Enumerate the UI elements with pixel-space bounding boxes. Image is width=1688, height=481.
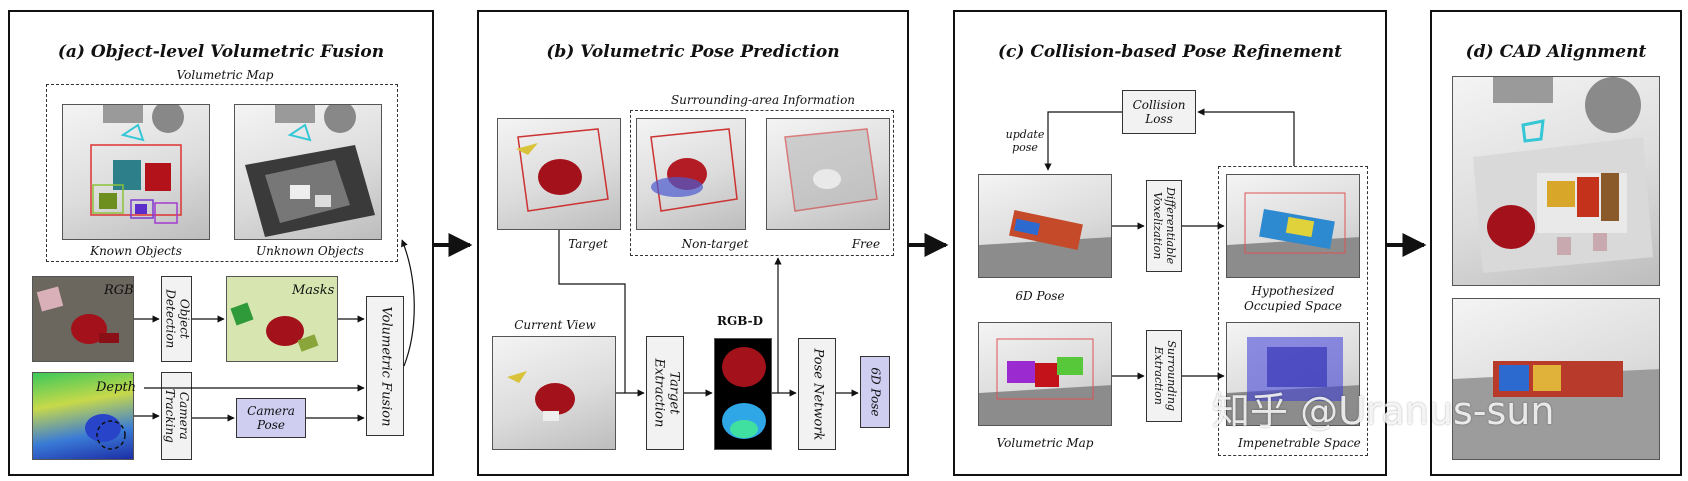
- cad-alignment-bottom-image: [1452, 298, 1660, 460]
- hypothesis-region: [1218, 166, 1368, 456]
- known-objects-image: [62, 104, 210, 240]
- target-render: [516, 128, 609, 212]
- surrounding-extraction-box: Surrounding Extraction: [1146, 330, 1182, 422]
- volumetric-map-label-c: Volumetric Map: [996, 436, 1094, 450]
- update-pose-label: update pose: [1005, 128, 1045, 154]
- current-view-image: [492, 336, 616, 450]
- volumetric-map-region: [46, 84, 398, 262]
- rgb-render: [36, 286, 119, 344]
- camera-tracking-text: Camera Tracking: [163, 388, 192, 444]
- masks-image: [226, 276, 338, 362]
- non-target-label: Non-target: [681, 237, 749, 251]
- masks-label: Masks: [292, 283, 335, 298]
- target-label: Target: [568, 237, 608, 251]
- volumetric-map-render-image: [978, 322, 1112, 426]
- target-image: [497, 118, 621, 230]
- 6d-pose-render-image: [978, 174, 1112, 278]
- collision-loss-box: Collision Loss: [1122, 90, 1196, 134]
- current-view-render: [507, 371, 575, 421]
- rgbd-render: [722, 347, 766, 439]
- volumetric-fusion-text: Volumetric Fusion: [378, 305, 394, 427]
- free-label: Free: [851, 237, 881, 251]
- camera-pose-text: Camera Pose: [247, 403, 295, 432]
- differentiable-voxelization-box: Differentiable Voxelization: [1146, 180, 1182, 272]
- volumetric-map-label: Volumetric Map: [176, 68, 274, 82]
- 6d-pose-box-b: 6D Pose: [860, 356, 890, 428]
- target-extraction-text: Target Extraction: [651, 358, 681, 428]
- non-target-image: [636, 118, 746, 230]
- camera-pose-box: Camera Pose: [236, 398, 306, 438]
- camera-tracking-box: Camera Tracking: [161, 372, 192, 460]
- cad-bottom-render: [1453, 361, 1659, 459]
- free-render: [784, 128, 878, 212]
- hypothesized-label: Hypothesized Occupied Space: [1243, 284, 1342, 313]
- hypothesized-render: [1227, 192, 1359, 277]
- panel-c-title: (c) Collision-based Pose Refinement: [998, 42, 1342, 62]
- depth-image: [32, 372, 134, 460]
- cad-top-render: [1473, 77, 1653, 273]
- unknown-objects-image: [234, 104, 382, 240]
- rgbd-image: [714, 338, 772, 450]
- non-target-render: [650, 128, 738, 212]
- surrounding-extraction-text: Surrounding Extraction: [1152, 340, 1178, 412]
- depth-render: [85, 414, 126, 450]
- impenetrable-label: Impenetrable Space: [1238, 436, 1361, 450]
- collision-loss-text: Collision Loss: [1132, 97, 1186, 126]
- 6d-pose-render: [979, 210, 1111, 277]
- object-detection-text: Object Detection: [163, 289, 192, 349]
- cad-alignment-top-image: [1452, 76, 1660, 286]
- watermark: 知乎 @Uranus-sun: [1212, 389, 1555, 433]
- rgb-label: RGB: [104, 283, 134, 298]
- current-view-label: Current View: [514, 318, 596, 332]
- panel-a-title: (a) Object-level Volumetric Fusion: [57, 42, 385, 62]
- known-objects-render: [90, 105, 184, 224]
- masks-render: [230, 302, 319, 352]
- depth-label: Depth: [96, 380, 137, 395]
- panel-b-title: (b) Volumetric Pose Prediction: [546, 42, 840, 62]
- unknown-objects-label: Unknown Objects: [256, 244, 364, 258]
- known-objects-label: Known Objects: [90, 244, 182, 258]
- surrounding-area-label: Surrounding-area Information: [670, 93, 856, 107]
- unknown-objects-render: [245, 105, 375, 237]
- impenetrable-image: [1226, 322, 1360, 426]
- hypothesized-image: [1226, 174, 1360, 278]
- rgb-image: [32, 276, 134, 362]
- object-detection-box: Object Detection: [161, 276, 192, 362]
- rgbd-label: RGB-D: [717, 314, 763, 328]
- pose-network-text: Pose Network: [810, 348, 826, 440]
- free-image: [766, 118, 890, 230]
- 6d-pose-text-b: 6D Pose: [868, 367, 883, 417]
- volumetric-fusion-box: Volumetric Fusion: [366, 296, 404, 436]
- differentiable-voxelization-text: Differentiable Voxelization: [1152, 187, 1178, 265]
- impenetrable-render: [1227, 337, 1359, 425]
- volumetric-map-render: [979, 338, 1111, 425]
- panel-d-title: (d) CAD Alignment: [1465, 42, 1647, 62]
- pose-network-box: Pose Network: [798, 338, 836, 450]
- 6d-pose-label-c: 6D Pose: [1015, 289, 1065, 303]
- target-extraction-box: Target Extraction: [646, 336, 684, 450]
- surrounding-area-region: [630, 110, 894, 256]
